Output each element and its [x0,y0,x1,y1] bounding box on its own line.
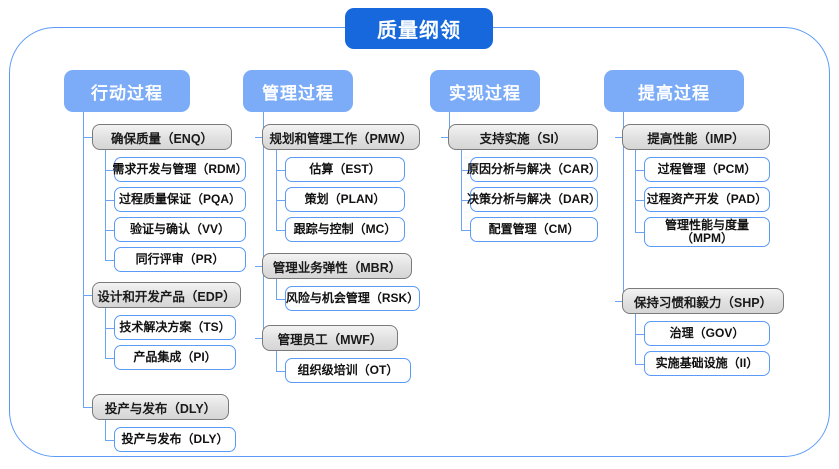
connector-subtrunk-mwf [276,351,278,371]
connector-stub [105,170,117,172]
connector-trunk-management [263,112,265,339]
leaf-box-pcm[interactable]: 过程管理（PCM） [644,157,770,182]
category-box-management[interactable]: 管理过程 [243,70,353,112]
category-box-action[interactable]: 行动过程 [64,70,190,112]
connector-stub [276,371,288,373]
group-box-mwf[interactable]: 管理员工（MWF） [262,325,398,351]
connector-subtrunk-shp [635,314,637,364]
group-box-pmw[interactable]: 规划和管理工作（PMW） [262,124,420,150]
connector-stub [635,364,647,366]
connector-stub [255,338,267,340]
connector-stub [441,137,453,139]
connector-stub [105,200,117,202]
connector-trunk-realization [449,112,451,138]
connector-trunk-improvement [623,112,625,302]
leaf-box-est[interactable]: 估算（EST） [285,157,405,182]
connector-stub [615,301,627,303]
group-box-mbr[interactable]: 管理业务弹性（MBR） [262,253,412,279]
group-box-imp[interactable]: 提高性能（IMP） [622,124,770,150]
connector-stub [461,170,473,172]
connector-stub [83,407,95,409]
connector-stub [461,200,473,202]
leaf-box-ii[interactable]: 实施基础设施（II） [644,351,770,376]
connector-subtrunk-dly [105,420,107,440]
connector-stub [276,299,288,301]
category-box-realization[interactable]: 实现过程 [430,70,540,112]
connector-stub [255,266,267,268]
connector-stub [83,295,95,297]
connector-stub [615,137,627,139]
leaf-box-mpm[interactable]: 管理性能与度量（MPM） [644,217,770,247]
connector-stub [105,440,117,442]
category-box-improvement[interactable]: 提高过程 [604,70,744,112]
connector-stub [276,200,288,202]
group-box-si[interactable]: 支持实施（SI） [448,124,598,150]
group-box-shp[interactable]: 保持习惯和毅力（SHP） [622,288,784,314]
connector-trunk-action [83,112,85,408]
leaf-box-mc[interactable]: 跟踪与控制（MC） [285,217,405,242]
leaf-box-pad[interactable]: 过程资产开发（PAD） [644,187,770,212]
connector-stub [635,170,647,172]
leaf-box-cm[interactable]: 配置管理（CM） [470,217,598,242]
connector-stub [461,230,473,232]
connector-subtrunk-si [461,150,463,230]
connector-subtrunk-imp [635,150,637,232]
connector-stub [105,230,117,232]
leaf-box-pi[interactable]: 产品集成（PI） [114,345,236,370]
connector-stub [105,260,117,262]
connector-subtrunk-pmw [276,150,278,230]
leaf-box-rdm[interactable]: 需求开发与管理（RDM） [112,157,248,182]
connector-stub [276,230,288,232]
connector-stub [105,328,117,330]
leaf-box-pqa[interactable]: 过程质量保证（PQA） [114,187,246,212]
root-title-node: 质量纲领 [345,8,493,49]
leaf-box-pr[interactable]: 同行评审（PR） [114,247,246,272]
connector-stub [255,137,267,139]
leaf-box-gov[interactable]: 治理（GOV） [644,321,770,346]
group-box-dly[interactable]: 投产与发布（DLY） [92,394,229,420]
leaf-box-ts[interactable]: 技术解决方案（TS） [114,315,236,340]
connector-stub [105,358,117,360]
leaf-box-car[interactable]: 原因分析与解决（CAR） [467,157,601,182]
connector-stub [83,137,95,139]
group-box-edp[interactable]: 设计和开发产品（EDP） [92,282,241,308]
leaf-box-dly-child[interactable]: 投产与发布（DLY） [114,427,236,452]
connector-stub [635,232,647,234]
leaf-box-vv[interactable]: 验证与确认（VV） [114,217,246,242]
connector-subtrunk-edp [105,308,107,358]
connector-stub [635,200,647,202]
leaf-box-rsk[interactable]: 风险与机会管理（RSK） [285,286,420,311]
group-box-enq[interactable]: 确保质量（ENQ） [92,124,232,150]
connector-subtrunk-enq [105,150,107,260]
leaf-box-ot[interactable]: 组织级培训（OT） [285,358,411,383]
leaf-box-plan[interactable]: 策划（PLAN） [285,187,405,212]
connector-stub [276,170,288,172]
connector-stub [635,334,647,336]
leaf-box-dar[interactable]: 决策分析与解决（DAR） [467,187,601,212]
connector-subtrunk-mbr [276,279,278,299]
